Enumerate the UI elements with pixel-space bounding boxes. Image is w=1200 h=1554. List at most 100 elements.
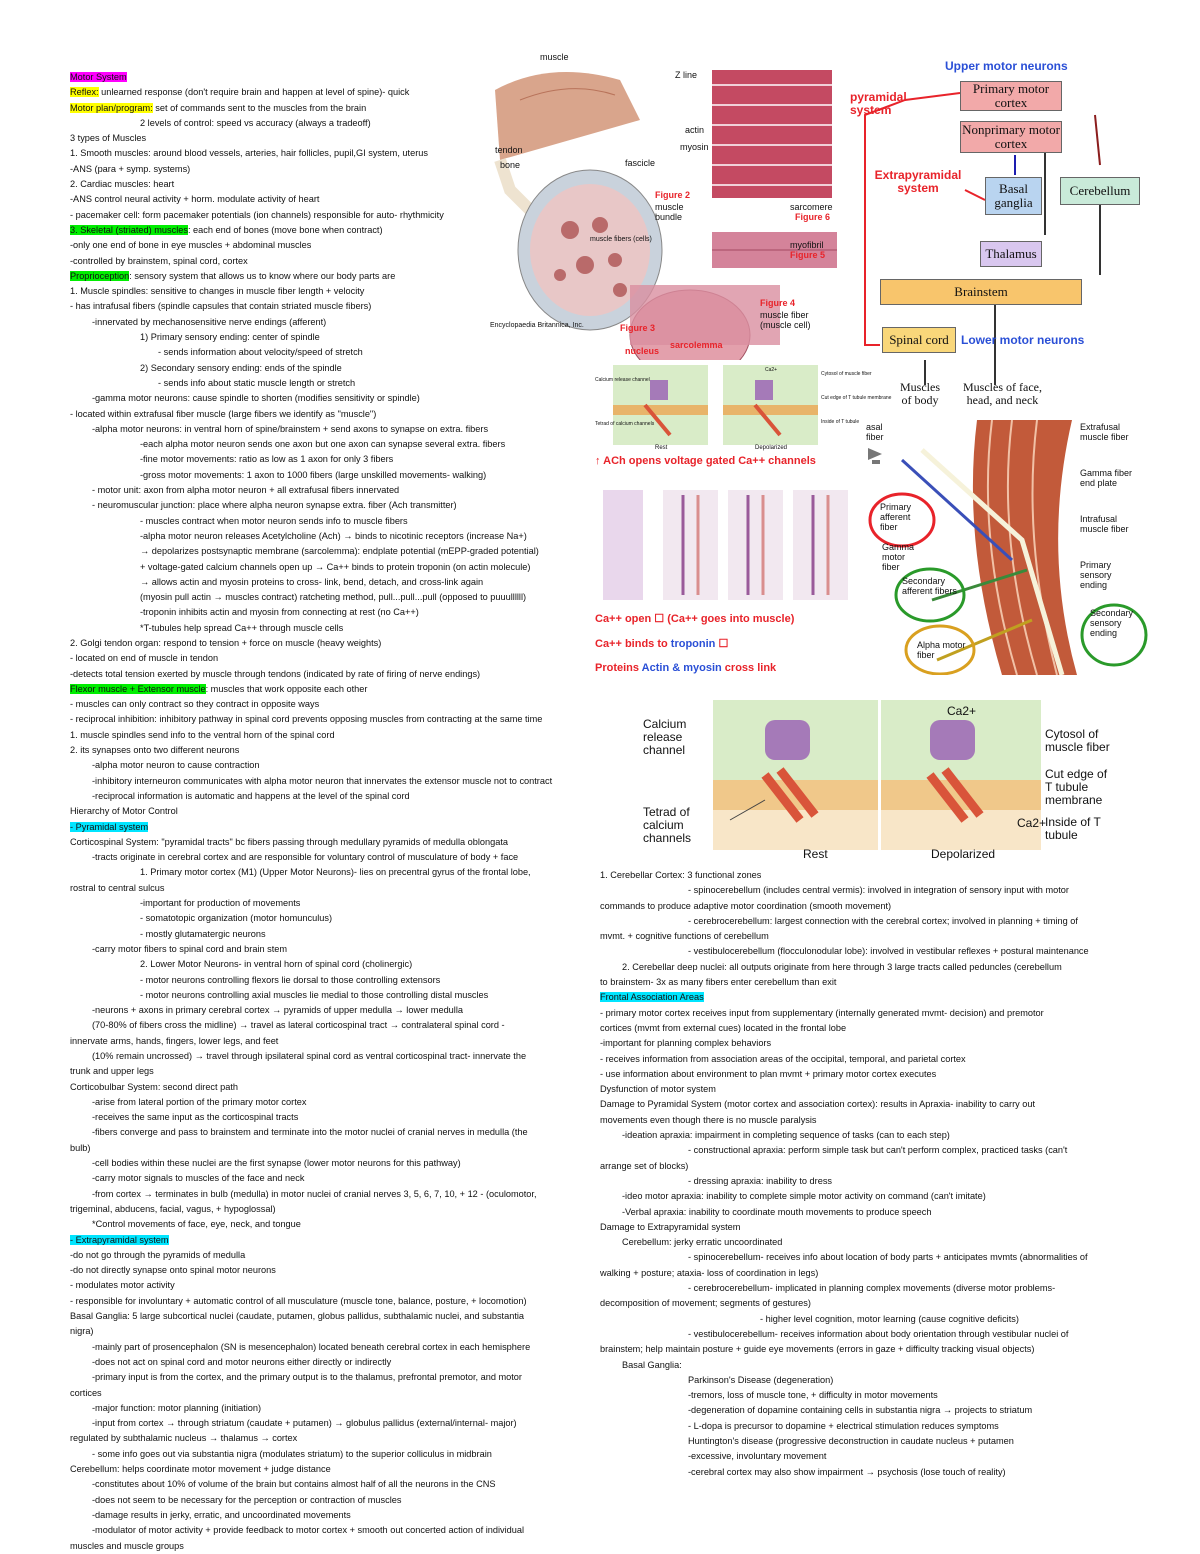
label-secondary-sensory: Secondary sensory ending (1090, 608, 1134, 638)
note-line: 1. Cerebellar Cortex: 3 functional zones (600, 868, 1160, 883)
note-line: - pacemaker cell: form pacemaker potenti… (70, 208, 610, 223)
note-text: (10% remain uncrossed) → travel through … (92, 1051, 527, 1061)
note-line: - L-dopa is precursor to dopamine + elec… (600, 1419, 1160, 1434)
note-text: bulb) (70, 1142, 91, 1153)
note-text: -fibers converge and pass to brainstem a… (92, 1127, 528, 1138)
label-figure-2: Figure 2 (655, 190, 691, 200)
cerebellum-box: Cerebellum (1060, 177, 1140, 205)
note-line: → depolarizes postsynaptic membrane (sar… (70, 544, 610, 559)
note-text: Basal Ganglia: 5 large subcortical nucle… (70, 1311, 525, 1322)
note-text: - motor neurons controlling axial muscle… (140, 989, 489, 1000)
note-line: -alpha motor neuron to cause contraction (70, 758, 610, 773)
note-line: -major function: motor planning (initiat… (70, 1401, 610, 1416)
note-text: (myosin pull actin → muscles contract) r… (140, 592, 527, 603)
note-line: brainstem; help maintain posture + guide… (600, 1342, 1160, 1357)
note-line: Cerebellum: helps coordinate motor movem… (70, 1462, 610, 1477)
note-line: - Extrapyramidal system (70, 1233, 610, 1248)
label-gamma-motor: Gamma motor fiber (882, 542, 915, 572)
note-line: - neuromuscular junction: place where al… (70, 498, 610, 513)
label-britannica: Encyclopaedia Britannica, Inc. (490, 322, 584, 329)
note-text: 3 types of Muscles (70, 133, 147, 144)
primary-motor-cortex-box: Primary motor cortex (960, 81, 1062, 111)
note-line: - dressing apraxia: inability to dress (600, 1174, 1160, 1189)
note-text: -tracts originate in cerebral cortex and… (92, 852, 519, 863)
note-text: 1. Smooth muscles: around blood vessels,… (70, 148, 428, 159)
note-text: cortices (mvmt from external cues) locat… (600, 1022, 847, 1033)
note-text: -damage results in jerky, erratic, and u… (92, 1509, 351, 1520)
note-text: -does not seem to be necessary for the p… (92, 1494, 402, 1505)
note-text: -ANS (para + symp. systems) (70, 163, 191, 174)
label-figure-5: Figure 5 (790, 250, 826, 260)
label-sarcomere: sarcomere (790, 202, 833, 212)
note-line: 1. Muscle spindles: sensitive to changes… (70, 284, 610, 299)
note-line: - vestibulocerebellum (flocculonodular l… (600, 944, 1160, 959)
note-line: -carry motor signals to muscles of the f… (70, 1171, 610, 1186)
note-text: -arise from lateral portion of the prima… (92, 1096, 307, 1107)
note-line: 3. Skeletal (striated) muscles: each end… (70, 223, 610, 238)
note-line: -alpha motor neurons: in ventral horn of… (70, 422, 610, 437)
note-text: -neurons + axons in primary cerebral cor… (92, 1005, 463, 1016)
note-line: Cerebellum: jerky erratic uncoordinated (600, 1235, 1160, 1250)
note-text: - spinocerebellum- receives info about l… (688, 1252, 1088, 1263)
note-text: + voltage-gated calcium channels open up… (140, 561, 531, 572)
note-text: - mostly glutamatergic neurons (140, 928, 266, 939)
note-text: -gross motor movements: 1 axon to 1000 f… (140, 469, 487, 480)
note-line: cortices (mvmt from external cues) locat… (600, 1021, 1160, 1036)
note-text: 1. Cerebellar Cortex: 3 functional zones (600, 870, 762, 880)
note-line: decomposition of movement; segments of g… (600, 1296, 1160, 1311)
small-label-inside: Inside of T tubule (821, 419, 860, 425)
note-line: -primary input is from the cortex, and t… (70, 1370, 610, 1385)
note-line: muscles and muscle groups (70, 1539, 610, 1554)
note-line: walking + posture; ataxia- loss of coord… (600, 1266, 1160, 1281)
note-text: brainstem; help maintain posture + guide… (600, 1344, 1035, 1355)
note-text: - modulates motor activity (70, 1280, 175, 1291)
label-tendon: tendon (495, 145, 523, 155)
label-figure-4: Figure 4 (760, 298, 796, 308)
note-text: decomposition of movement; segments of g… (600, 1298, 811, 1309)
label-fascicle: fascicle (625, 158, 656, 168)
note-text: - spinocerebellum (includes central verm… (688, 885, 1069, 896)
upper-motor-neurons-title: Upper motor neurons (945, 59, 1068, 73)
note-line: (70-80% of fibers cross the midline) → t… (70, 1018, 610, 1033)
note-text: *Control movements of face, eye, neck, a… (92, 1219, 301, 1230)
label-muscle: muscle (540, 52, 569, 62)
note-line: -innervated by mechanosensitive nerve en… (70, 315, 610, 330)
note-text: -carry motor fibers to spinal cord and b… (92, 943, 288, 954)
calcium-channel-large-figure: Calcium release channel Tetrad of calciu… (625, 700, 1110, 865)
proteins-cross-link-note: Proteins Actin & myosin cross link (595, 662, 776, 674)
note-text: 2 levels of control: speed vs accuracy (… (140, 117, 371, 128)
note-line: -carry motor fibers to spinal cord and b… (70, 942, 610, 957)
note-text: -alpha motor neuron releases Acetylcholi… (140, 530, 527, 541)
label-basal-fiber: asal fiber (866, 422, 884, 442)
note-text: -alpha motor neuron to cause contraction (92, 760, 260, 771)
note-line: 2. its synapses onto two different neuro… (70, 743, 610, 758)
note-text: -constitutes about 10% of volume of the … (92, 1479, 496, 1490)
label-bone: bone (500, 160, 521, 170)
note-text: 1) Primary sensory ending: center of spi… (140, 332, 320, 343)
note-line: - use information about environment to p… (600, 1067, 1160, 1082)
ca-binds-text: Ca++ binds to (595, 638, 671, 650)
note-text: Basal Ganglia: (622, 1359, 682, 1370)
note-text: : each end of bones (move bone when cont… (187, 224, 383, 235)
note-line: 2. Lower Motor Neurons- in ventral horn … (70, 957, 610, 972)
note-text: movements even though there is no muscle… (600, 1114, 817, 1125)
actin-myosin-text: Actin & myosin (641, 662, 722, 674)
small-label-depolarized: Depolarized (755, 445, 788, 451)
label-extrafusal: Extrafusal muscle fiber (1080, 422, 1129, 442)
highlighted-term: 3. Skeletal (striated) muscles (70, 224, 188, 235)
note-line: Motor plan/program: set of commands sent… (70, 101, 610, 116)
highlighted-term: Motor plan/program: (70, 102, 153, 113)
note-text: 2) Secondary sensory ending: ends of the… (140, 362, 342, 373)
note-line: - spinocerebellum- receives info about l… (600, 1250, 1160, 1265)
large-label-release-channel: Calcium release channel (643, 717, 687, 757)
note-line: 2. Cerebellar deep nuclei: all outputs o… (600, 960, 1160, 975)
note-text: -from cortex → terminates in bulb (medul… (92, 1188, 537, 1199)
note-text: Huntington's disease (progressive decons… (688, 1435, 1014, 1446)
note-text: Cerebellum: jerky erratic uncoordinated (622, 1237, 783, 1248)
label-nucleus: nucleus (625, 346, 660, 356)
large-label-depolarized: Depolarized (931, 847, 996, 861)
note-line: -degeneration of dopamine containing cel… (600, 1403, 1160, 1418)
note-line: *T-tubules help spread Ca++ through musc… (70, 621, 610, 636)
small-label-ca: Ca2+ (765, 367, 778, 373)
